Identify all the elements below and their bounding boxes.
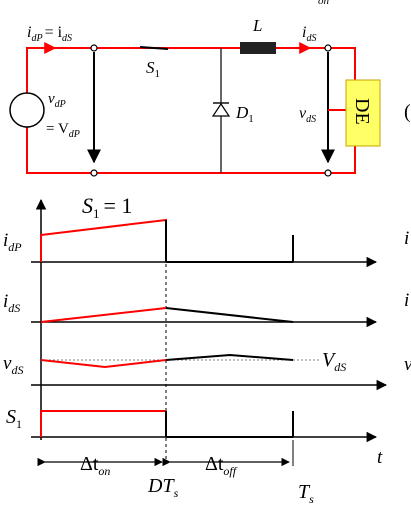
svg-text:idS: idS (3, 291, 20, 315)
row-idp-label: i (3, 230, 8, 251)
right-edge-paren: ( (404, 101, 411, 123)
dts-sub: s (174, 486, 179, 500)
toff-sub: off (223, 464, 237, 478)
svg-text:D1: D1 (235, 103, 254, 125)
inductor (240, 42, 276, 54)
ids-off-wave (165, 307, 294, 323)
idp-eq: = i (45, 24, 63, 41)
ids-on-wave (40, 307, 167, 323)
row-ids-label: i (3, 291, 8, 312)
svg-text:DTs: DTs (147, 475, 179, 500)
row-vds-sub: dS (11, 363, 23, 377)
row-s1-sub: 1 (16, 417, 22, 431)
switch-label: S (146, 58, 155, 77)
ids-right-sub: dS (306, 33, 316, 44)
svg-text:vdS: vdS (3, 353, 23, 377)
row-s1-label: S (6, 406, 16, 428)
svg-text:S1: S1 (146, 58, 160, 80)
svg-text:vdS: vdS (299, 105, 316, 125)
diode-label: D (235, 103, 249, 122)
svg-text:idP= idS: idP= idS (27, 24, 72, 44)
svg-text:vdP: vdP (48, 91, 66, 110)
idp-on-wave (40, 218, 167, 262)
row-idp-sub: dP (8, 240, 22, 254)
svg-text:idS: idS (302, 24, 316, 44)
right-edge-fragment: v (404, 354, 411, 375)
de-label: DE (351, 98, 373, 125)
voltage-source (9, 92, 45, 128)
vds-off-wave (165, 353, 294, 361)
s1-state-eq: = 1 (104, 193, 133, 218)
idp-sub: dP (31, 33, 42, 44)
switch-sub: 1 (155, 68, 161, 80)
terminal (324, 44, 332, 52)
dts-label: DT (147, 475, 175, 497)
inductor-label: L (252, 16, 262, 35)
vds-ref-sub: dS (334, 360, 346, 374)
row-vds-label: v (3, 353, 12, 374)
vds-ref-label: V (322, 349, 337, 371)
de-block (345, 79, 381, 147)
svg-text:Ts: Ts (298, 481, 314, 505)
ton-label: Δt (80, 453, 99, 475)
ton-sub: on (98, 464, 110, 478)
diode-symbol (211, 102, 231, 117)
diode-sub: 1 (248, 113, 254, 125)
s1-state-label: S (82, 193, 93, 218)
s1-state-sub: 1 (93, 206, 100, 221)
row-ids-sub: dS (8, 301, 20, 315)
idp-label: i (27, 24, 31, 41)
ids-sub: dS (62, 33, 72, 44)
circuit: DE ( (9, 42, 411, 177)
svg-text:= VdP: = VdP (46, 121, 80, 140)
vdp-eq: = V (46, 121, 69, 137)
vds-label: v (299, 105, 307, 122)
vdp-label: v (48, 91, 55, 107)
vds-sub: dS (306, 114, 316, 125)
right-edge-fragment: i (404, 290, 409, 311)
vdp-cap-sub: dP (69, 129, 80, 140)
ids-right-label: i (302, 24, 306, 41)
waveforms (31, 198, 388, 467)
switch-s1 (139, 46, 169, 50)
terminal (324, 169, 332, 177)
time-axis-label: t (377, 447, 383, 468)
vds-on-wave (40, 359, 167, 369)
top-fragment: on (318, 0, 330, 7)
toff-label: Δt (205, 453, 224, 475)
svg-text:idP: idP (3, 230, 22, 254)
svg-text:VdS: VdS (322, 349, 346, 374)
terminal (90, 44, 98, 52)
svg-text:S1= 1: S1 = 1 (82, 193, 132, 221)
right-edge-fragment: i (404, 228, 409, 249)
ts-label: T (298, 481, 311, 503)
vdp-sub: dP (55, 99, 66, 110)
svg-text:Δton: Δton (80, 453, 110, 478)
svg-text:Δtoff: Δtoff (205, 453, 238, 478)
svg-text:S1: S1 (6, 406, 22, 431)
s1-on-wave (40, 410, 166, 437)
ts-sub: s (309, 492, 314, 505)
terminal (90, 169, 98, 177)
